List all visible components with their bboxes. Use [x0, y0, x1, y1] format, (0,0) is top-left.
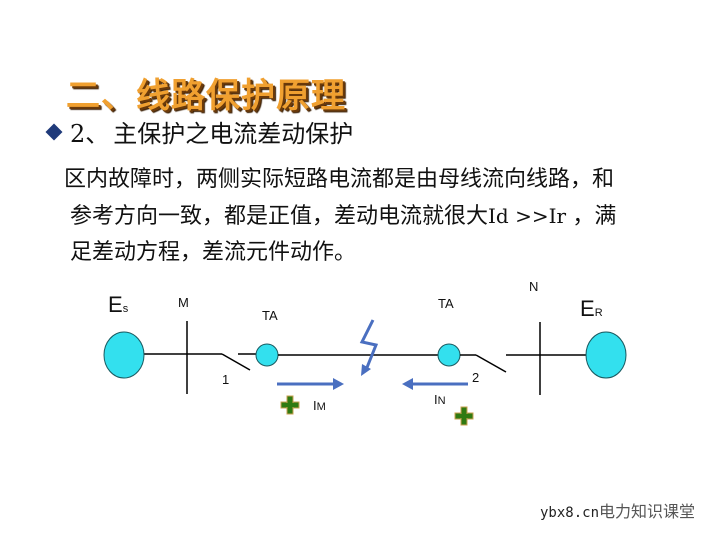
paragraph-line-2-end: ，满: [572, 204, 617, 229]
label-ta-left: TA: [262, 308, 278, 323]
paragraph-line-1: 区内故障时，两侧实际短路电流都是由母线流向线路，和: [64, 167, 615, 192]
watermark: ybx8.cn电力知识课堂: [540, 498, 695, 522]
source-es-icon: [103, 331, 145, 379]
paragraph-line-3: 足差动方程，差流元件动作。: [70, 240, 357, 265]
label-breaker-1: 1: [222, 372, 230, 387]
ct-left-icon: [255, 343, 279, 367]
paragraph-line-2-text: 参考方向一致，都是正值，差动电流就很大: [70, 204, 489, 229]
subtitle: 2、 主保护之电流差动保护: [44, 114, 353, 149]
breaker-1-icon: [221, 353, 251, 371]
label-breaker-2: 2: [472, 370, 480, 385]
formula: Id >>Ir: [488, 204, 573, 228]
watermark-text: 电力知识课堂: [599, 502, 696, 521]
slide-title: 二、线路保护原理: [66, 76, 346, 116]
label-ta-right: TA: [438, 296, 454, 311]
label-current-n: IN: [434, 392, 446, 407]
label-es: Es: [108, 292, 129, 317]
subtitle-number: 2、: [70, 120, 110, 148]
plus-icon-right: [454, 406, 474, 426]
plus-icon-left: [280, 395, 300, 415]
description-paragraph: 区内故障时，两侧实际短路电流都是由母线流向线路，和 参考方向一致，都是正值，差动…: [64, 162, 694, 271]
label-current-m: IM: [313, 398, 326, 413]
label-bus-n: N: [529, 279, 539, 294]
label-er: ER: [580, 296, 603, 321]
source-er-icon: [585, 331, 627, 379]
breaker-2-icon: [475, 354, 507, 373]
watermark-url: ybx8.cn: [540, 505, 600, 521]
fault-lightning-icon: [359, 319, 379, 371]
label-bus-m: M: [178, 295, 189, 310]
ct-right-icon: [437, 343, 461, 367]
subtitle-text: 主保护之电流差动保护: [113, 120, 354, 148]
paragraph-line-2: 参考方向一致，都是正值，差动电流就很大Id >>Ir ，满: [64, 198, 694, 235]
